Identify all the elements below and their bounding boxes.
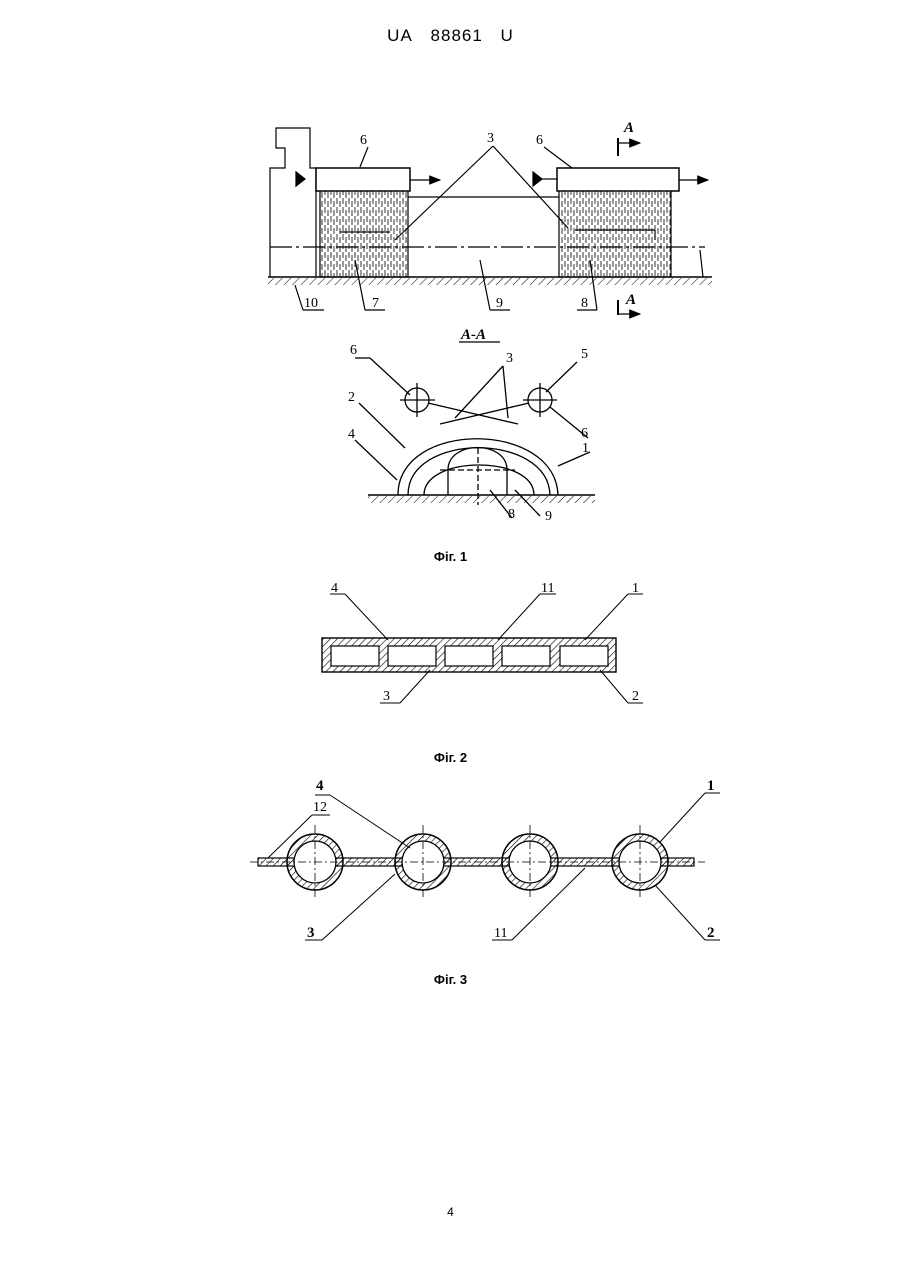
sec-label-8: 8 [508, 507, 515, 522]
figure-3-caption: Фіг. 3 [0, 972, 901, 987]
figure-3-tube-section [250, 793, 720, 940]
leader-line [395, 146, 493, 240]
fig2-label-2: 2 [632, 689, 639, 704]
panel-cell [445, 646, 493, 666]
reed-block-7 [320, 190, 408, 277]
fig2-label-3: 3 [383, 689, 390, 704]
panel-cell [331, 646, 379, 666]
leader-line [600, 670, 628, 703]
fig2-label-4: 4 [331, 581, 338, 596]
ground-hatch [268, 278, 712, 285]
fig2-label-11: 11 [541, 581, 554, 596]
leader-line [498, 594, 540, 640]
fig3-label-2: 2 [707, 925, 715, 941]
sec-label-3: 3 [506, 351, 513, 366]
inlet-marker [296, 172, 305, 186]
section-title: A-A [460, 327, 486, 343]
inlet-marker [533, 172, 542, 186]
feed-line [428, 403, 518, 424]
label-8: 8 [581, 296, 588, 311]
leader-line [370, 358, 410, 395]
leader-line [345, 594, 388, 640]
label-6-left: 6 [360, 133, 367, 148]
sec-label-5: 5 [581, 347, 588, 362]
sec-label-6: 6 [350, 343, 357, 358]
figure-1-caption: Фіг. 1 [0, 549, 901, 564]
leader-line [360, 147, 368, 167]
fig3-label-4: 4 [316, 778, 324, 794]
label-10: 10 [304, 296, 318, 311]
leader-line [585, 594, 628, 640]
fig2-label-1: 1 [632, 581, 639, 596]
fig3-label-3: 3 [307, 925, 315, 941]
leader-line [544, 147, 572, 168]
edge-line [700, 250, 703, 277]
leader-line [660, 793, 705, 842]
figure-2-caption: Фіг. 2 [0, 750, 901, 765]
section-mark-bottom: A [625, 292, 636, 308]
sec-label-2: 2 [348, 390, 355, 405]
ground-hatch [368, 496, 595, 503]
leader-line [655, 885, 705, 940]
leader-line [546, 362, 577, 392]
label-6-right: 6 [536, 133, 543, 148]
fig3-label-12: 12 [313, 800, 327, 815]
figure-2-panel-section [322, 594, 643, 703]
label-3: 3 [487, 131, 494, 146]
outer-arch-2 [408, 448, 550, 495]
fig3-label-1: 1 [707, 778, 715, 794]
page-number: 4 [0, 1205, 901, 1219]
leader-line [330, 795, 410, 848]
structure-10 [270, 128, 316, 277]
figure-1-section-view [355, 358, 595, 518]
panel-cell [502, 646, 550, 666]
leader-line [503, 366, 508, 418]
sec-label-9: 9 [545, 509, 552, 524]
pipe-6-right [557, 168, 679, 191]
label-7: 7 [372, 296, 379, 311]
section-mark-top: A [623, 120, 634, 136]
fig3-label-11: 11 [494, 926, 507, 941]
figure-1-side-view [268, 128, 712, 315]
leader-line [400, 670, 430, 703]
leader-line [355, 440, 397, 480]
label-9: 9 [496, 296, 503, 311]
panel-cell [388, 646, 436, 666]
sec-label-1: 1 [582, 441, 589, 456]
panel-cell [560, 646, 608, 666]
sec-label-4: 4 [348, 427, 355, 442]
feed-line [440, 403, 529, 424]
leader-line [359, 403, 405, 448]
sec-label-6b: 6 [581, 426, 588, 441]
reed-block-8 [559, 190, 671, 277]
pipe-6-left [316, 168, 410, 191]
leader-line [295, 285, 303, 310]
